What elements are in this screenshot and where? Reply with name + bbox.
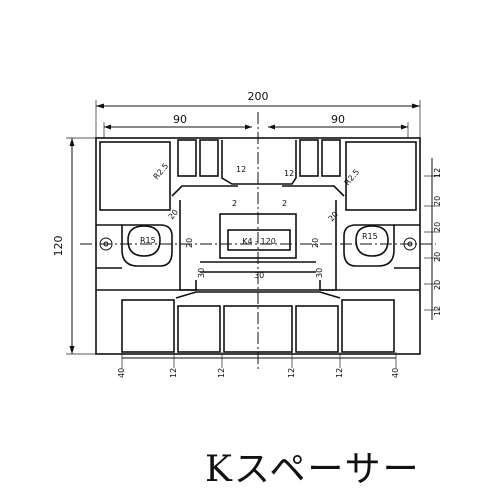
dim-mid-30: 30 [254,271,264,280]
bottom-dim-label: 12 [217,368,226,378]
bottom-dim-label: 12 [169,368,178,378]
dim-mid-20-right: 20 [327,210,340,224]
dim-small-c: 2 [282,199,287,208]
dim-inner-20-left: 20 [185,238,194,248]
dim-inner-30-left: 30 [197,268,206,278]
dim-half-left-label: 90 [173,113,187,126]
right-dimension-labels: 12 20 20 20 20 12 [433,168,442,316]
bottom-dim-label: 12 [335,368,344,378]
right-dim-label: 20 [433,252,442,262]
bottom-dimension-labels: 40 12 12 12 12 40 [117,368,400,378]
dim-half-right-label: 90 [331,113,345,126]
dim-small-d: 12 [284,169,294,178]
right-channel: R15 [343,224,417,267]
dimension-height: 120 [52,137,96,355]
dim-overall-width-label: 200 [248,90,269,103]
center-box-label: K4 - 120 [242,237,276,246]
bottom-dimension-chain: 40 12 12 12 12 40 [117,352,400,378]
dim-height-label: 120 [52,236,65,257]
left-channel: R15 [99,224,173,267]
right-dimension-chain: 12 20 20 20 20 12 [424,158,442,320]
dim-small-a: 12 [236,165,246,174]
radius-right-label: R15 [362,232,378,241]
bottom-dim-label: 12 [287,368,296,378]
bottom-dim-label: 40 [391,368,400,378]
center-lines [80,112,436,372]
dimension-halves: 90 90 [103,113,409,138]
dim-small-b: 2 [232,199,237,208]
right-dim-label: 20 [433,222,442,232]
bottom-dim-label: 40 [117,368,126,378]
dimension-overall-width: 200 [95,90,421,138]
dim-inner-30-right: 30 [315,268,324,278]
right-dim-label: 12 [433,168,442,178]
right-dim-label: 20 [433,280,442,290]
upper-cavities [99,139,417,211]
drawing-title: Kスペーサー [205,449,421,490]
right-dim-label: 20 [433,196,442,206]
dim-inner-20-right: 20 [311,238,320,248]
right-dim-label: 12 [433,306,442,316]
radius-left-label: R15 [140,236,156,245]
dim-hole-left: R2.5 [152,161,171,181]
